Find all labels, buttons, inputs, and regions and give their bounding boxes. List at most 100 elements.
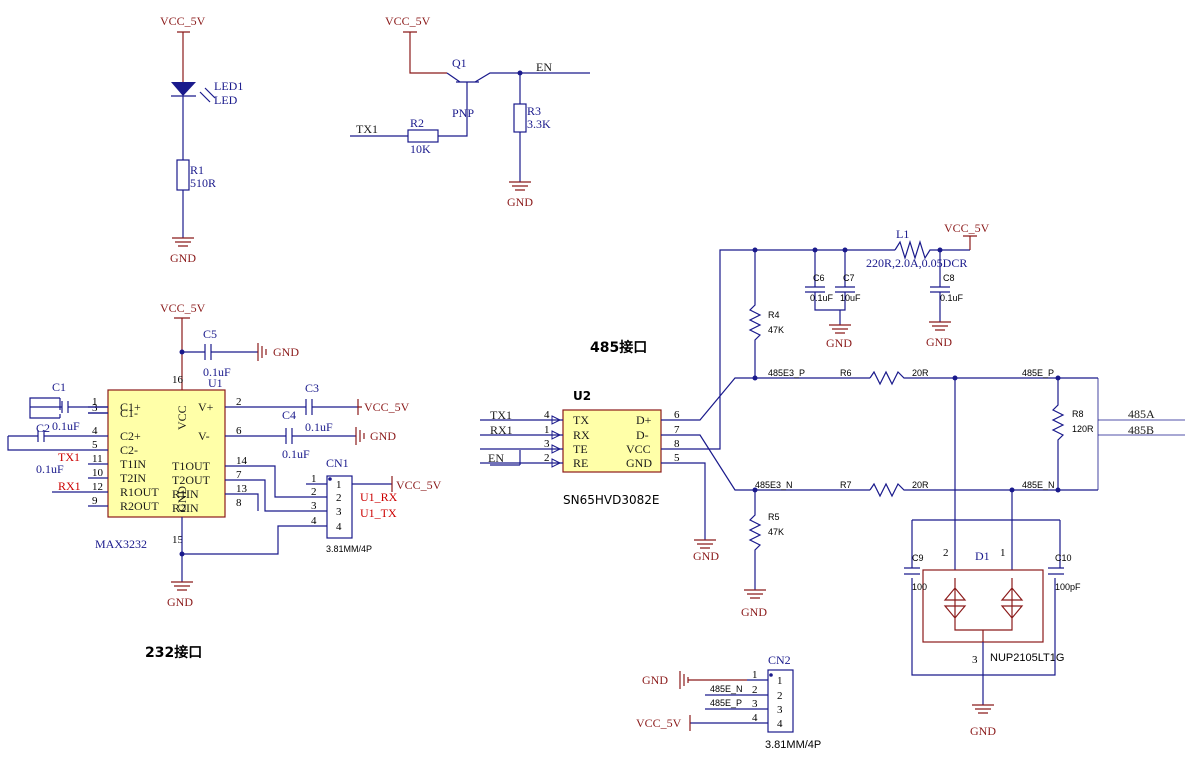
u1-gnd-pin: 15 [172,534,184,546]
u2-left-pin-arrow [551,458,562,468]
q1-ref: Q1 [452,56,467,70]
c9-value: 100 [912,582,927,592]
en-net-label: EN [536,60,552,74]
out-485b-label: 485B [1128,423,1154,437]
vcc-label-max: VCC_5V [160,301,206,315]
c8-ref: C8 [943,273,955,283]
max-right-pin-name: V- [198,429,210,443]
max-left-pin-num: 12 [92,481,103,493]
section-label-232: 232接口 [145,644,202,661]
r6-ref: R6 [840,368,852,378]
led1-ref: LED1 [214,79,243,93]
cn2-pin-num-outer: 1 [752,669,758,681]
c2-value: 0.1uF [36,462,64,476]
u1-part: MAX3232 [95,537,147,551]
max-right-pin-name: R1IN [172,487,199,501]
max-right-pin-num: 7 [236,469,242,481]
r3-value: 3.3K [527,117,551,131]
u1-gnd-name: GND [175,486,189,512]
cn1-pin-num-inner: 2 [336,492,342,504]
gnd-label-c5: GND [273,345,299,359]
c4-value: 0.1uF [282,447,310,461]
max-left-pin-name: R1OUT [120,485,159,499]
resistor-r6 [869,370,1098,386]
c1-ref: C1 [52,380,66,394]
gnd-symbol-led [172,237,194,247]
gnd-label-c8: GND [926,335,952,349]
cn2-net-485e-n: 485E_N [710,684,743,694]
d1-part: NUP2105LT1G [990,652,1064,664]
max-right-pin-name: V+ [198,400,214,414]
d1-pin-3: 3 [972,654,978,666]
u2-left-pin-num: 2 [544,452,550,464]
cn2-pin-num-outer: 4 [752,712,758,724]
max-left-pin-num: 1 [92,396,98,408]
c10-value: 100pF [1055,582,1081,592]
c2-ref: C2 [36,421,50,435]
cn1-pin-num-outer: 1 [311,473,317,485]
cn1-pin-num-inner: 3 [336,506,342,518]
c6-ref: C6 [813,273,825,283]
cn1-pin-num-inner: 4 [336,521,342,533]
r2-ref: R2 [410,116,424,130]
ic-max3232 [107,389,226,518]
net-485e3-p-label: 485E3_P [768,368,805,378]
u2-right-pin-name: D+ [636,413,652,427]
u2-left-pin-name: RX [573,428,590,442]
resistor-r2 [407,129,439,143]
u2-left-pin-name: RE [573,456,588,470]
net-485e-n-label: 485E_N [1022,480,1055,490]
u1-ref: U1 [208,376,223,390]
resistor-r7 [869,482,1098,498]
r5-value: 47K [768,527,784,537]
cn1-pin-num-inner: 1 [336,479,342,491]
cn1-pin-num-outer: 3 [311,500,317,512]
cn1-footprint: 3.81MM/4P [326,544,372,554]
cn1-ref: CN1 [326,456,349,470]
r6-value: 20R [912,368,929,378]
cn2-net-485e-p: 485E_P [710,698,742,708]
u2-ref: U2 [573,389,591,403]
gnd-label-r5: GND [741,605,767,619]
u2-left-pin-arrow [551,430,562,440]
c3-value: 0.1uF [305,420,333,434]
u2-left-pin-net: TX1 [490,408,512,422]
cn2-pin-num-inner: 1 [777,675,783,687]
c4-ref: C4 [282,408,296,422]
vcc-label-en: VCC_5V [385,14,431,28]
max-left-pin-name: C1- [120,406,138,420]
u2-right-pin-num: 5 [674,452,680,464]
u2-left-pin-arrow [551,444,562,454]
inductor-l1 [894,239,970,261]
max-left-pin-num: 5 [92,439,98,451]
max-left-pin-num: 10 [92,467,104,479]
d1-pin-1: 1 [1000,547,1006,559]
connector-cn1 [326,475,353,539]
vcc-symbol-led [177,31,190,82]
section-label-485: 485接口 [590,339,647,356]
max-right-pin-num: 14 [236,455,248,467]
r1-ref: R1 [190,163,204,177]
en-circuit: VCC_5V Q1 PNP EN R3 3.3K GND TX1 R2 10K [350,14,590,209]
c8-value: 0.1uF [940,293,964,303]
net-485e3-n-label: 485E3_N [755,480,793,490]
transistor-q1 [446,72,520,130]
u2-left-pin-num: 1 [544,424,550,436]
c9-ref: C9 [912,553,924,563]
u2-right-pin-name: VCC [626,442,651,456]
max-left-pin-name: T2IN [120,471,146,485]
en-net-label-485: EN [488,451,504,465]
max-left-pin-name: C1+ [120,400,141,414]
r4-ref: R4 [768,310,780,320]
ic-sn65hvd3082e [562,409,662,473]
vcc-label-cn1: VCC_5V [396,478,442,492]
led-emission-icon [199,87,216,103]
max-left-pin-num: 11 [92,453,103,465]
net-485e-p-label: 485E_P [1022,368,1054,378]
